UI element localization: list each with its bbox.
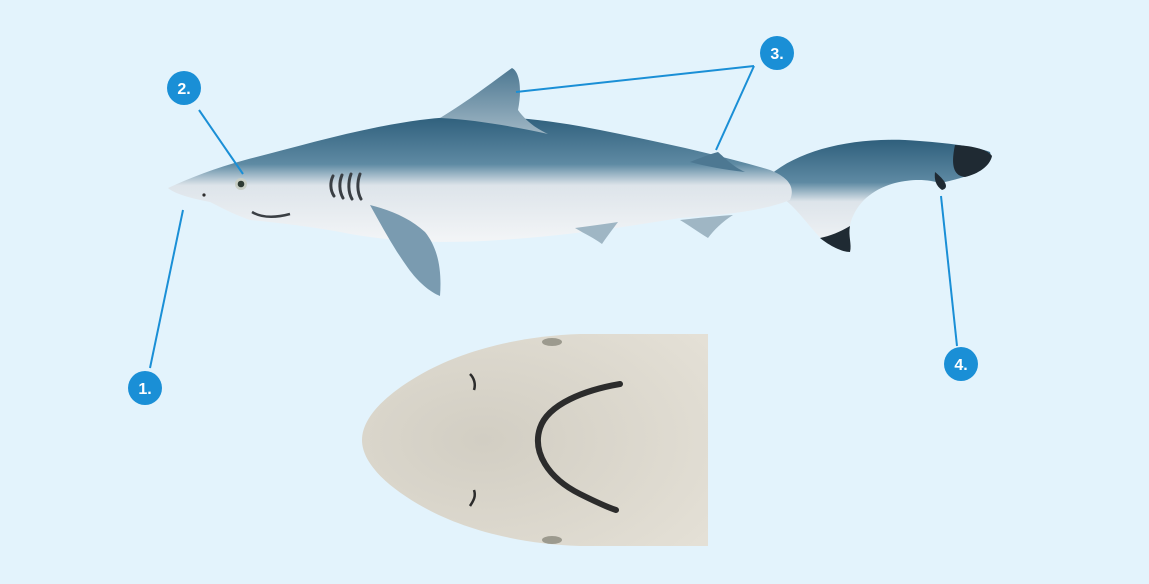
- leader-line-3b: [716, 66, 754, 150]
- callout-2: 2.: [167, 71, 201, 105]
- callout-1-label: 1.: [138, 381, 151, 398]
- callout-1: 1.: [128, 371, 162, 405]
- leader-line-3a: [516, 66, 754, 92]
- leader-line-4: [941, 196, 957, 346]
- anal-fin: [680, 215, 733, 238]
- callout-4-label: 4.: [954, 357, 967, 374]
- shark-side-view: [168, 68, 992, 296]
- nostril: [202, 193, 205, 196]
- callout-4: 4.: [944, 347, 978, 381]
- underside-eye-top: [542, 338, 562, 346]
- caudal-fin-dark-edge: [953, 145, 992, 177]
- callout-3-label: 3.: [770, 46, 783, 63]
- callout-2-label: 2.: [177, 81, 190, 98]
- underside-eye-bottom: [542, 536, 562, 544]
- callout-3: 3.: [760, 36, 794, 70]
- leader-line-1: [150, 210, 183, 368]
- shark-underside-view: [362, 334, 708, 546]
- eye: [235, 178, 247, 190]
- leader-line-2: [199, 110, 243, 174]
